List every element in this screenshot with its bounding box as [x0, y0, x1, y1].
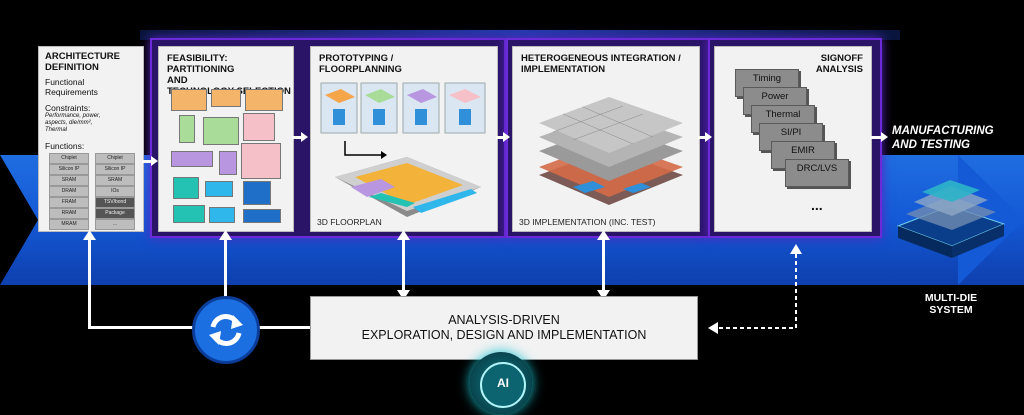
- hetero-title-line1: HETEROGENEOUS INTEGRATION /: [521, 53, 681, 64]
- prototyping-title: PROTOTYPING / FLOORPLANNING: [319, 53, 402, 75]
- manufacturing-line1: MANUFACTURING: [892, 125, 994, 137]
- function-cell: FRAM: [49, 197, 89, 208]
- functional-line2: Requirements: [45, 87, 98, 97]
- constraints-detail-line3: Thermal: [45, 127, 68, 133]
- arch-functional: Functional Requirements: [45, 77, 98, 97]
- hetero-title-line2: IMPLEMENTATION: [521, 64, 606, 75]
- feedback-line-mid: [224, 236, 227, 298]
- prototyping-title-line1: PROTOTYPING /: [319, 53, 394, 64]
- floorplan-selection-arrow: [344, 141, 381, 156]
- manufacturing-line2: AND TESTING: [892, 139, 970, 151]
- arrow-feasibility-to-prototyping: [292, 132, 308, 142]
- feasibility-card: FEASIBILITY: PARTITIONING AND TECHNOLOGY…: [158, 46, 294, 232]
- arch-title-line2: DEFINITION: [45, 62, 99, 73]
- function-cell: Silicon IP: [49, 164, 89, 175]
- manufacturing-label: MANUFACTURING AND TESTING: [892, 124, 994, 152]
- arrow-arch-to-feasibility: [142, 156, 158, 166]
- ai-brain-icon: AI: [470, 352, 532, 414]
- partition-block: [173, 177, 199, 199]
- function-cell: SRAM: [95, 175, 135, 186]
- function-cell: MRAM: [49, 219, 89, 230]
- partition-block: [245, 89, 283, 111]
- iterate-refresh-icon: [192, 296, 260, 364]
- partition-block: [243, 209, 281, 223]
- functions-label: Functions:: [45, 141, 85, 151]
- prototyping-card: PROTOTYPING / FLOORPLANNING: [310, 46, 498, 232]
- partition-block: [179, 115, 195, 143]
- function-cell: Package: [95, 208, 135, 219]
- partition-block: [205, 181, 233, 197]
- prototyping-title-line2: FLOORPLANNING: [319, 64, 402, 75]
- hetero-footer: 3D IMPLEMENTATION (INC. TEST): [519, 217, 656, 227]
- analysis-driven-box: ANALYSIS-DRIVEN EXPLORATION, DESIGN AND …: [310, 296, 698, 360]
- multi-die-system-icon: [896, 180, 1006, 258]
- signoff-more: ...: [811, 197, 823, 213]
- constraints-label: Constraints:: [45, 103, 91, 113]
- function-cell: Silicon IP: [95, 164, 135, 175]
- partition-block: [209, 207, 235, 223]
- floorplan-illustration: [320, 82, 486, 217]
- partition-block: [171, 89, 207, 111]
- arrow-prototyping-to-hetero: [496, 132, 510, 142]
- signoff-step: DRC/LVS: [785, 159, 849, 187]
- feasibility-title-line1: FEASIBILITY: PARTITIONING: [167, 53, 235, 75]
- arrow-hetero-to-signoff: [698, 132, 712, 142]
- signoff-title: SIGNOFF ANALYSIS: [816, 53, 863, 75]
- analysis-line2: EXPLORATION, DESIGN AND IMPLEMENTATION: [361, 328, 647, 342]
- 3d-implementation-illustration: [539, 97, 683, 205]
- partition-block: [219, 151, 237, 175]
- function-cell: DRAM: [49, 186, 89, 197]
- signoff-title-line1: SIGNOFF: [820, 53, 863, 64]
- architecture-definition-card: ARCHITECTURE DEFINITION Functional Requi…: [38, 46, 144, 232]
- feedback-line-prototyping: [402, 236, 405, 296]
- partition-block: [171, 151, 213, 167]
- partition-block: [241, 143, 281, 179]
- arch-title: ARCHITECTURE DEFINITION: [45, 51, 120, 73]
- functional-line1: Functional: [45, 77, 85, 87]
- function-cell: RRAM: [49, 208, 89, 219]
- constraints-detail-line1: Performance, power,: [45, 113, 101, 119]
- function-cell: TSV/bond: [95, 197, 135, 208]
- hetero-title: HETEROGENEOUS INTEGRATION / IMPLEMENTATI…: [521, 53, 681, 75]
- function-cell: ...: [95, 219, 135, 230]
- hetero-integration-card: HETEROGENEOUS INTEGRATION / IMPLEMENTATI…: [512, 46, 700, 232]
- partition-block: [203, 117, 239, 145]
- multi-die-line2: SYSTEM: [929, 304, 973, 316]
- flow-band-notch: [0, 155, 38, 285]
- floorplan-option-thumbnails: [320, 82, 486, 134]
- signoff-card: SIGNOFF ANALYSIS Timing Power Thermal SI…: [714, 46, 872, 232]
- ai-badge-inner: AI: [480, 362, 526, 408]
- constraints-detail-line2: aspects, die/mm²,: [45, 120, 93, 126]
- feedback-line-hetero: [602, 236, 605, 296]
- feedback-line-left: [88, 236, 91, 328]
- signoff-title-line2: ANALYSIS: [815, 64, 863, 75]
- ai-badge-label: AI: [497, 376, 509, 390]
- function-cell: SRAM: [49, 175, 89, 186]
- partition-block: [211, 89, 241, 107]
- partition-block: [243, 113, 275, 141]
- arrow-signoff-to-manufacturing: [870, 132, 888, 142]
- top-glow: [140, 30, 900, 40]
- prototyping-footer: 3D FLOORPLAN: [317, 217, 382, 227]
- multi-die-line1: MULTI-DIE: [924, 292, 978, 304]
- feasibility-title-line2: AND: [167, 75, 188, 86]
- partition-block: [243, 181, 271, 205]
- function-cell: Chiplet: [49, 153, 89, 164]
- analysis-line1: ANALYSIS-DRIVEN: [448, 313, 560, 327]
- function-cell: Chiplet: [95, 153, 135, 164]
- partition-block: [173, 205, 205, 223]
- arch-title-line1: ARCHITECTURE: [45, 51, 120, 62]
- selected-3d-floorplan: [335, 157, 481, 217]
- arch-constraints: Constraints: Performance, power, aspects…: [45, 103, 100, 134]
- function-cell: IOs: [95, 186, 135, 197]
- multi-die-label: MULTI-DIE SYSTEM: [915, 292, 987, 316]
